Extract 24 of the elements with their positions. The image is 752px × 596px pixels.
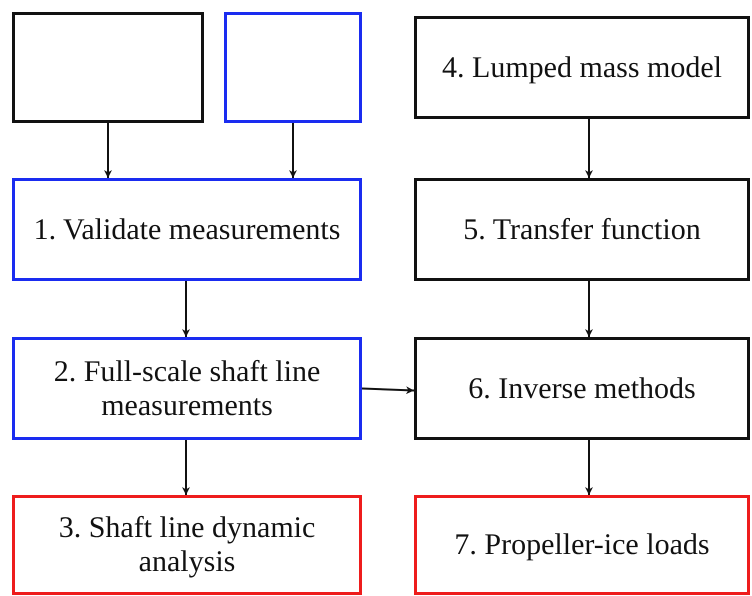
arrow [182,440,190,495]
box-label: 7. Propeller-ice loads [454,528,710,562]
process-box [414,337,750,440]
box-label: 6. Inverse methods [468,372,696,406]
process-box [12,495,362,595]
process-box [414,178,750,281]
box-label: 4. Lumped mass model [442,50,722,84]
box-label: 2. Full-scale shaft line measurements [52,354,322,422]
arrow [585,119,593,178]
arrow [585,440,593,495]
box-label: 5. Transfer function [463,212,701,246]
process-box [414,495,750,595]
process-box [12,337,362,440]
box-label: 1. Validate measurements [34,212,340,246]
empty-box [224,12,362,123]
process-box [12,178,362,281]
empty-box [12,12,204,123]
box-label: 3. Shaft line dynamic analysis [58,511,316,579]
arrow [182,281,190,337]
arrow [289,123,297,178]
process-box [414,16,750,119]
arrow [585,281,593,337]
arrow [104,123,112,178]
arrow [362,386,414,394]
